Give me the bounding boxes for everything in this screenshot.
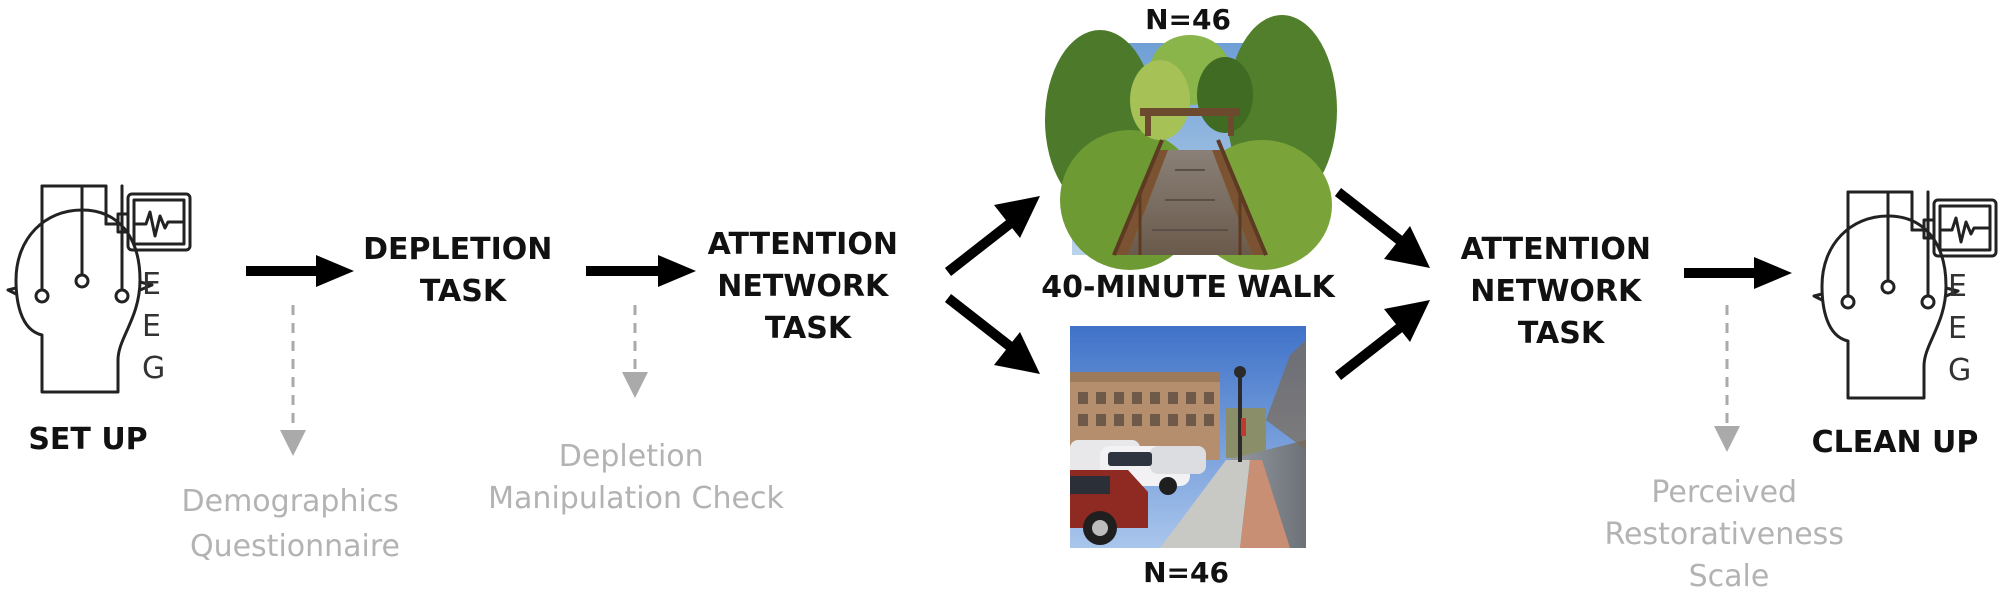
restorativeness-scale-label: Perceived Restorativeness Scale <box>1604 475 1853 594</box>
eeg-letter: G <box>1948 353 1971 388</box>
ant-task-label-pre: ATTENTION NETWORK TASK <box>708 227 909 346</box>
eeg-head-icon-cleanup <box>1812 190 1998 400</box>
dashed-arrow-to-restorativeness-scale <box>1714 305 1740 452</box>
ant-task-label-post: ATTENTION NETWORK TASK <box>1461 232 1662 351</box>
arrow-urban-walk-to-ant2 <box>1334 300 1430 380</box>
urban-sample-size: N=46 <box>1143 556 1229 589</box>
nature-sample-size: N=46 <box>1145 3 1231 36</box>
walk-label: 40-MINUTE WALK <box>1041 270 1336 305</box>
manipulation-check-label: Depletion Manipulation Check <box>488 439 784 516</box>
arrow-ant1-to-nature-walk <box>944 196 1040 276</box>
urban-walk-photo <box>1070 326 1306 548</box>
demographics-label: Demographics Questionnaire <box>182 484 409 564</box>
depletion-task-label: DEPLETION TASK <box>363 232 563 309</box>
eeg-letter: E <box>1948 311 1967 346</box>
dashed-arrow-to-manipulation-check <box>622 305 648 398</box>
cleanup-label: CLEAN UP <box>1812 425 1979 460</box>
eeg-head-icon-setup <box>6 184 192 394</box>
eeg-letters-cleanup: E E G <box>1948 269 1971 388</box>
eeg-letters-setup: E E G <box>142 267 165 386</box>
arrow-nature-walk-to-ant2 <box>1334 188 1430 268</box>
eeg-letter: G <box>142 351 165 386</box>
eeg-letter: E <box>142 267 161 302</box>
dashed-arrow-to-demographics <box>280 305 306 456</box>
arrow-ant1-to-urban-walk <box>944 294 1040 374</box>
arrow-depletion-to-ant1 <box>586 255 696 287</box>
nature-walk-photo <box>1045 15 1337 270</box>
eeg-letter: E <box>142 309 161 344</box>
eeg-letter: E <box>1948 269 1967 304</box>
setup-label: SET UP <box>28 422 147 457</box>
arrow-setup-to-depletion <box>246 255 354 287</box>
arrow-ant2-to-cleanup <box>1684 257 1792 289</box>
